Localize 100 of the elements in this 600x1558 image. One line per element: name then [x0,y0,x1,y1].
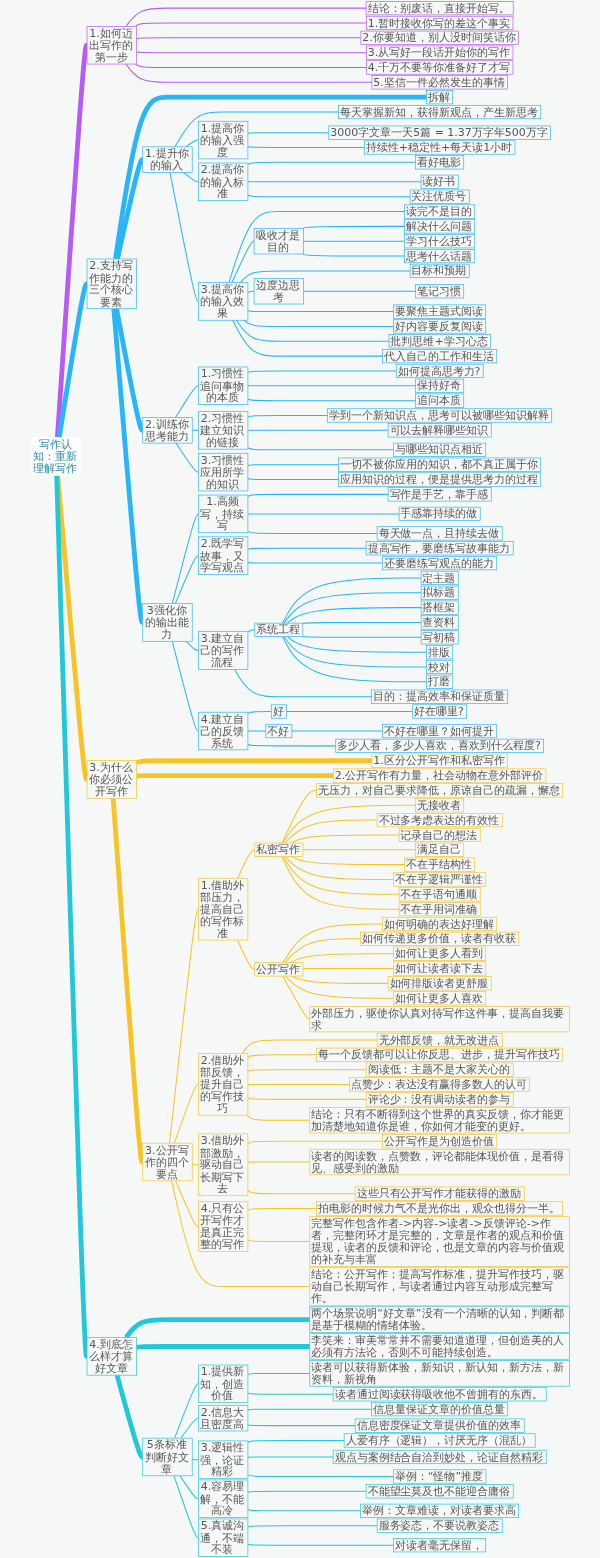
node-box: 3000字文章一天5篇 = 1.37万字年500万字 [327,125,551,140]
connector [184,139,199,148]
node-box: 学到一个新知识点，思考可以被哪些知识解释 [326,408,552,423]
connector [246,385,416,387]
node-box: 可以去解释哪些知识 [387,423,492,438]
node-box: 如何让读者读下去 [392,961,486,976]
connector [281,577,422,624]
connector [182,171,199,183]
node-box: 结论：公开写作：提高写作标准，提升写作技巧，驱动自己长期写作，与读者通过内容互动形成完整写作。 [308,1267,570,1306]
connector [281,789,317,844]
connector [241,1039,378,1054]
node-box: 4.只有公开写作才是真正完整的写作 [197,1201,248,1252]
node-box: 保持好奇 [414,378,464,393]
node-box: 无接收者 [414,798,464,813]
connector [243,319,394,327]
node-box: 举例：“怪物”推度 [392,1469,486,1484]
connector [246,429,389,431]
node-box: 两个场景说明“好文章”没有一个清晰的认知，判断都是基于模糊的情绪体验。 [308,1306,570,1333]
node-box: 不在乎语句通顺 [398,887,481,902]
connector [134,758,372,765]
node-box: 拍电影的时候力气不是光你出，观众也得分一半。 [315,1201,563,1216]
node-box: 2.信息大且密度高 [197,1405,248,1432]
node-box: 不好 [264,723,292,739]
connector [286,636,427,653]
node-box: 不在乎用词准确 [398,902,481,917]
node-box: 定主题 [420,570,459,585]
node-box: 如何让更多人喜欢 [392,991,486,1006]
node-box: 2.支持写作能力的三个核心要素 [86,258,137,310]
node-box: 2.习惯性建立知识的链接 [197,411,248,450]
node-box: 公开写作 [253,962,303,977]
connector [246,1189,356,1195]
connector [173,111,339,148]
connector [228,211,405,284]
node-box: 1.如何迈出写作的第一步 [86,26,137,65]
connector [282,636,427,668]
node-box: 读者通过阅读获得吸收他不曾拥有的东西。 [332,1387,547,1402]
node-box: 这些只有公开写作才能获得的激励 [354,1186,525,1201]
node-box: 边度边思考 [253,278,304,305]
node-box: 多少人看，多少人喜欢，喜欢到什么程度? [334,738,544,753]
connector [246,161,416,165]
node-box: 对读者毫无保留， [392,1538,486,1553]
connector [286,607,422,624]
connector [284,819,378,844]
node-box: 2.你要知道，别人没时间笑话你 [360,30,519,45]
connector [173,1083,199,1144]
connector [231,319,383,357]
node-box: 2.公开写作有力量，社会动物在意外部评价 [332,768,546,783]
node-box: 每天做一点，且持续去做 [376,526,503,541]
node-box: 满足自己 [414,842,464,857]
connector [179,1475,199,1500]
connector [301,849,416,851]
node-box: 提高写作，要磨练写故事能力 [365,541,514,556]
connector [246,1456,334,1458]
connector [282,804,416,844]
connector [246,629,255,633]
connector [246,1069,367,1072]
connector [53,475,89,1359]
connector [246,1054,317,1059]
connector [171,640,199,732]
connector [246,181,422,183]
node-box: 3强化你的输出能力 [141,603,193,642]
node-box: 读者的阅读数，点赞数，评论都能体现价值，是看得见、感受到的激励 [308,1148,570,1176]
node-box: 关注优质号 [409,189,470,204]
connector [246,478,339,481]
connector [301,621,422,624]
node-box: 李笑来：审美常常并不需要知道道理，但创造美的人必须有方法论，否则不可能持续创造。 [308,1333,570,1360]
node-box: 不在乎结构性 [403,857,475,872]
connector [174,385,199,419]
connector [235,319,390,342]
node-box: 目的：提高效率和保证质量 [370,689,508,704]
connector [301,253,405,257]
node-box: 记录自己的想法 [398,827,481,843]
connector [246,398,416,402]
node-box: 3.公开写作的四个要点 [141,1142,193,1182]
connector [175,442,199,473]
node-box: 外部压力，驱使你认真对待写作这件事，提高自我要求 [308,1006,570,1033]
connector [246,1543,394,1546]
connector [246,1424,356,1427]
connector [246,1239,310,1242]
node-box: 搭框架 [420,600,459,615]
node-box: 5.真诚沟通，不端不装 [197,1518,248,1557]
connector [246,370,397,374]
node-box: 公开写作是为创造价值 [381,1134,497,1149]
connector [230,240,255,284]
connector [246,1490,367,1493]
node-box: 2.训练你思考能力 [141,417,193,444]
node-box: 如何提高思考力? [395,363,483,379]
node-box: 不在乎逻辑严谨性 [392,872,486,887]
node-box: 2.借助外部反馈，提升自己的写作技巧 [197,1053,248,1116]
node-box: 3.逻辑性强，论证精彩 [197,1440,248,1479]
node-box: 打磨 [425,674,453,689]
connector [290,856,405,866]
connector [170,1180,310,1288]
connector [285,711,413,713]
connector [246,730,266,732]
connector [283,938,361,964]
node-box: 1.提供新知，创造价值 [197,1364,248,1404]
node-box: 不好在哪里？如何提升 [381,723,497,739]
node-box: 目标和预期 [409,263,470,278]
connector [124,7,367,27]
